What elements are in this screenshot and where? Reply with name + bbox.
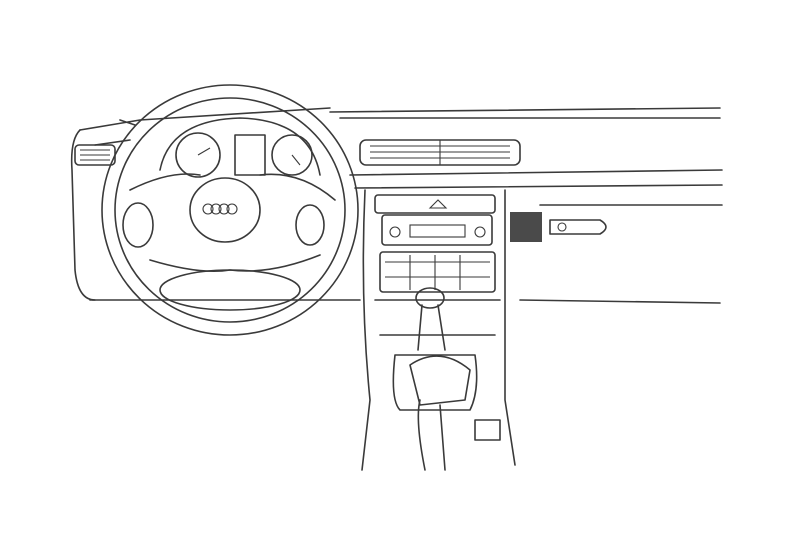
hazard-switch-panel bbox=[374, 194, 496, 214]
climate-control bbox=[379, 251, 496, 293]
detail-line bbox=[119, 119, 136, 126]
dashboard-outline bbox=[70, 107, 723, 304]
light-switch bbox=[549, 219, 607, 235]
logo-rings-icon bbox=[202, 203, 238, 215]
center-console bbox=[361, 189, 516, 471]
radio-unit bbox=[381, 214, 493, 246]
marked-mounting-area bbox=[510, 212, 542, 242]
left-air-vent bbox=[74, 144, 116, 166]
steering-wheel bbox=[101, 84, 359, 336]
instrument-cluster bbox=[159, 117, 321, 178]
airbag-hub bbox=[189, 177, 261, 243]
center-air-vent bbox=[359, 139, 521, 166]
gear-shifter bbox=[392, 287, 501, 471]
